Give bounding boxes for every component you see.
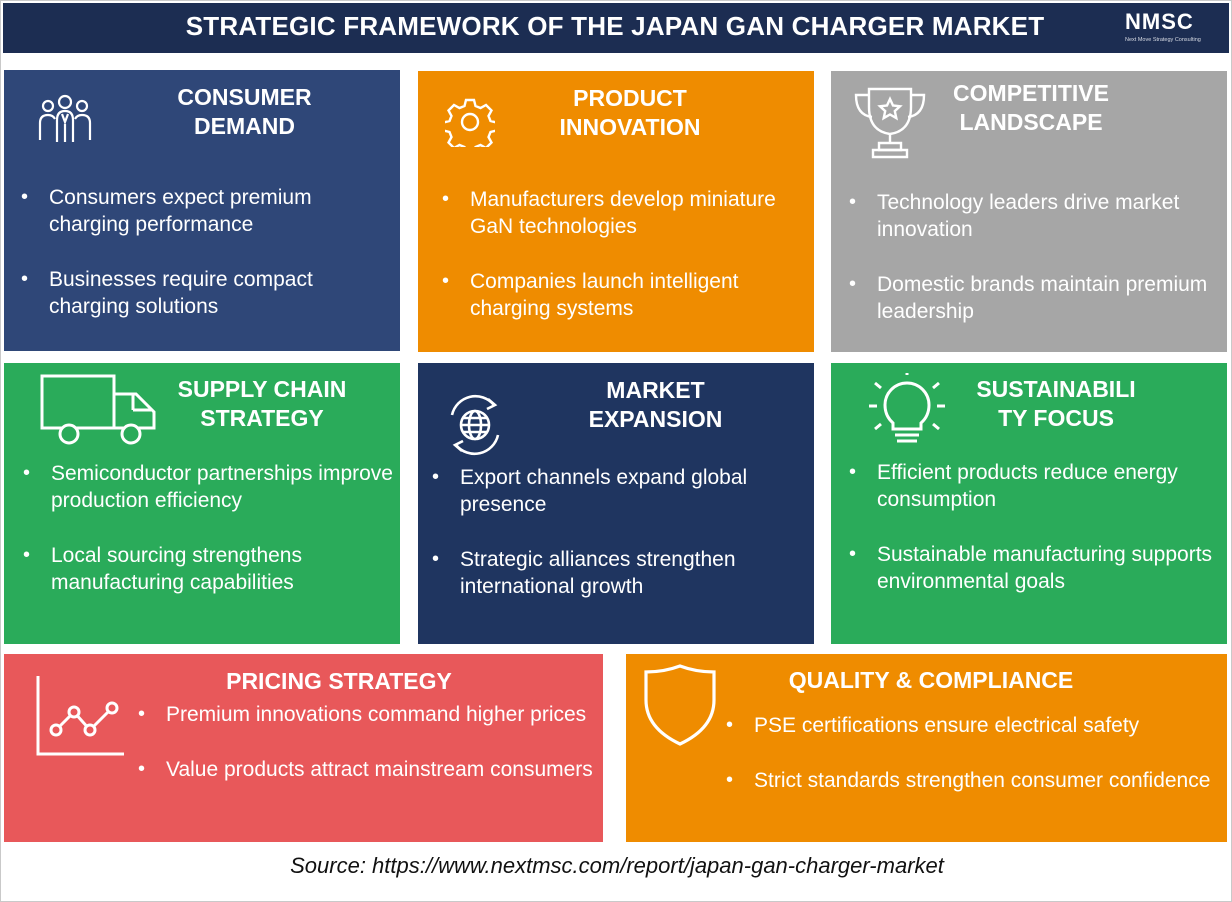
list-item: Efficient products reduce energy consump… — [847, 459, 1222, 513]
bullet-list: Premium innovations command higher price… — [136, 701, 596, 811]
company-logo: NMSC Next Move Strategy Consulting — [1125, 9, 1205, 47]
list-item: Technology leaders drive market innovati… — [847, 189, 1222, 243]
card-sustainability-focus: SUSTAINABILI TY FOCUS Efficient products… — [831, 363, 1227, 644]
logo-text: NMSC — [1125, 9, 1194, 34]
page-title: STRATEGIC FRAMEWORK OF THE JAPAN GAN CHA… — [185, 11, 1045, 41]
list-item: Value products attract mainstream consum… — [136, 756, 596, 783]
list-item: Local sourcing strengthens manufacturing… — [21, 542, 396, 596]
card-title: PRICING STRATEGY — [226, 668, 452, 694]
bullet-list: Export channels expand global presence S… — [430, 464, 805, 628]
list-item: Strict standards strengthen consumer con… — [724, 767, 1224, 794]
list-item: Businesses require compact charging solu… — [19, 266, 394, 320]
list-item: Export channels expand global presence — [430, 464, 805, 518]
source-citation: Source: https://www.nextmsc.com/report/j… — [290, 853, 944, 878]
card-title: CONSUMER DEMAND — [177, 84, 312, 139]
list-item: Companies launch intelligent charging sy… — [440, 268, 810, 322]
shield-icon — [644, 664, 716, 746]
card-market-expansion: MARKET EXPANSION Export channels expand … — [418, 363, 814, 644]
line-chart-icon — [36, 676, 124, 756]
lightbulb-icon — [869, 373, 945, 443]
card-title: MARKET EXPANSION — [588, 377, 723, 432]
card-product-innovation: PRODUCT INNOVATION Manufacturers develop… — [418, 71, 814, 352]
header-bar — [3, 3, 1229, 53]
bullet-list: Efficient products reduce energy consump… — [847, 459, 1222, 623]
bullet-list: Manufacturers develop miniature GaN tech… — [440, 186, 810, 350]
list-item: Manufacturers develop miniature GaN tech… — [440, 186, 810, 240]
list-item: Sustainable manufacturing supports envir… — [847, 541, 1222, 595]
list-item: Semiconductor partnerships improve produ… — [21, 460, 396, 514]
logo-tagline: Next Move Strategy Consulting — [1125, 37, 1201, 43]
gear-icon — [445, 98, 495, 147]
card-title: SUPPLY CHAIN STRATEGY — [177, 376, 347, 431]
globe-arrows-icon — [450, 394, 500, 456]
list-item: Consumers expect premium charging perfor… — [19, 184, 394, 238]
bullet-list: Technology leaders drive market innovati… — [847, 189, 1222, 353]
card-competitive-landscape: COMPETITIVE LANDSCAPE Technology leaders… — [831, 71, 1227, 352]
card-title: COMPETITIVE LANDSCAPE — [953, 80, 1109, 135]
bullet-list: PSE certifications ensure electrical saf… — [724, 712, 1224, 822]
card-supply-chain-strategy: SUPPLY CHAIN STRATEGY Semiconductor part… — [4, 363, 400, 644]
card-pricing-strategy: PRICING STRATEGY Premium innovations com… — [4, 654, 603, 842]
trophy-icon — [854, 87, 926, 159]
card-title: PRODUCT INNOVATION — [559, 85, 701, 140]
people-group-icon — [38, 94, 92, 142]
truck-icon — [40, 374, 156, 445]
card-title: SUSTAINABILI TY FOCUS — [976, 376, 1136, 431]
list-item: Premium innovations command higher price… — [136, 701, 596, 728]
card-title: QUALITY & COMPLIANCE — [788, 667, 1074, 693]
card-quality-compliance: QUALITY & COMPLIANCE PSE certifications … — [626, 654, 1227, 842]
bullet-list: Consumers expect premium charging perfor… — [19, 184, 394, 348]
card-consumer-demand: CONSUMER DEMAND Consumers expect premium… — [4, 70, 400, 351]
list-item: PSE certifications ensure electrical saf… — [724, 712, 1224, 739]
bullet-list: Semiconductor partnerships improve produ… — [21, 460, 396, 624]
list-item: Domestic brands maintain premium leaders… — [847, 271, 1222, 325]
list-item: Strategic alliances strengthen internati… — [430, 546, 805, 600]
